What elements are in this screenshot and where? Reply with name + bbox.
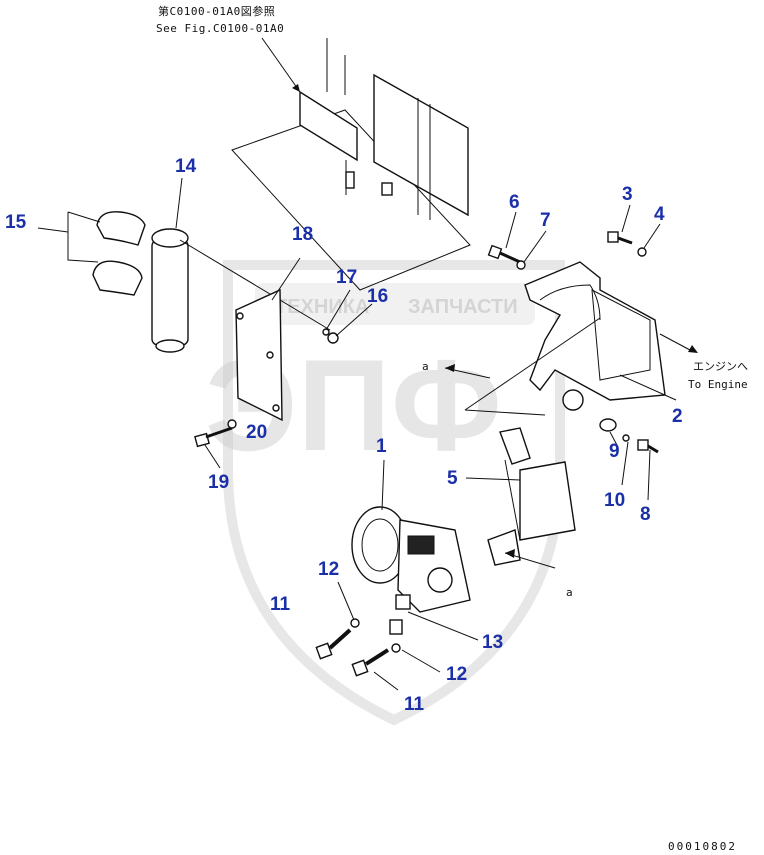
part-number-10: 10: [604, 490, 625, 511]
part-number-1: 1: [376, 436, 387, 457]
washer-12-upper: [350, 618, 360, 628]
watermark-text-right: ЗАПЧАСТИ: [408, 296, 518, 318]
washer-4: [637, 247, 647, 257]
part-number-20: 20: [246, 422, 267, 443]
part-number-7: 7: [540, 210, 551, 231]
washer-10: [622, 434, 630, 442]
bolt-19: [194, 432, 210, 448]
watermark-text-top: ТЕХНИКА: [275, 296, 369, 318]
bolt-6: [487, 244, 503, 260]
compressor: [351, 506, 471, 635]
part-number-6: 6: [509, 192, 520, 213]
washer-17: [322, 328, 330, 336]
view-mark-a-upper: a: [422, 360, 429, 373]
part-number-18: 18: [292, 224, 313, 245]
part-number-13: 13: [482, 632, 503, 653]
reference-line-ja: 第C0100-01A0図参照: [158, 4, 275, 18]
part-number-5: 5: [447, 468, 458, 489]
part-number-9: 9: [609, 441, 620, 462]
receiver-drier: [151, 228, 331, 353]
bolt-3: [607, 231, 619, 243]
washer-12-lower: [391, 643, 401, 653]
part-number-3: 3: [622, 184, 633, 205]
part-number-14: 14: [175, 156, 197, 177]
part-number-11-upper: 11: [270, 594, 291, 615]
drawing-id: 00010802: [668, 840, 737, 853]
part-number-16: 16: [367, 286, 388, 307]
to-engine-en: To Engine: [688, 378, 748, 391]
part-number-19: 19: [208, 472, 229, 493]
reference-line-en: See Fig.C0100-01A0: [156, 22, 284, 35]
bolt-8: [637, 439, 649, 451]
bolt-11-lower: [351, 659, 369, 677]
cab-structure: [231, 38, 471, 291]
to-engine-ja: エンジンへ: [693, 360, 748, 373]
view-arrow-a-upper-head-icon: [445, 364, 455, 372]
part-number-2: 2: [672, 406, 683, 427]
part-number-8: 8: [640, 504, 651, 525]
part-number-11-lower: 11: [404, 694, 425, 715]
part-number-4: 4: [654, 204, 665, 225]
bolt-11-upper: [315, 642, 333, 660]
to-engine-arrowhead-icon: [688, 345, 698, 353]
watermark-shield-icon: [223, 260, 565, 726]
part-number-12-lower: 12: [446, 664, 467, 685]
reference-arrowhead-icon: [292, 84, 300, 92]
bracket-5: [487, 427, 576, 566]
view-mark-a-lower: a: [566, 586, 573, 599]
part-number-12-upper: 12: [318, 559, 339, 580]
reference-leader: [261, 37, 301, 93]
part-number-15: 15: [5, 212, 27, 233]
leader-lines: [175, 177, 677, 691]
washer-7: [516, 260, 526, 270]
spacer-9: [599, 418, 617, 432]
washer-20: [227, 419, 237, 429]
to-engine-leader: [659, 333, 691, 351]
watermark-banner: [255, 283, 535, 325]
u-bolts: [37, 211, 146, 296]
view-arrow-a-lower-head-icon: [505, 549, 515, 558]
bracket-plate: [235, 257, 301, 422]
part-number-17: 17: [336, 267, 357, 288]
compressor-bracket: [464, 261, 666, 416]
nut-16: [327, 332, 339, 344]
